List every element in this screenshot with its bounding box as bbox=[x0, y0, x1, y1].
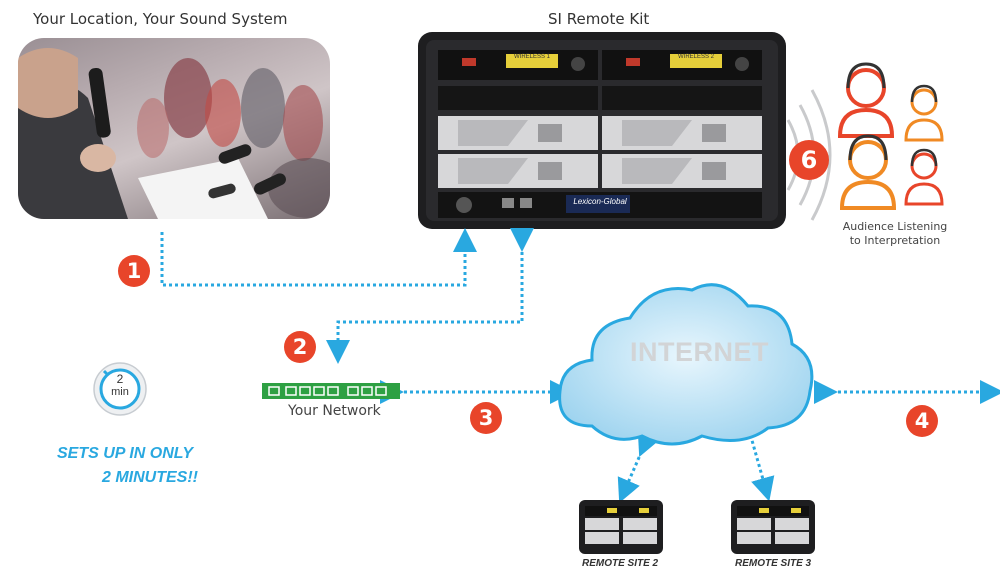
step-badge-1: 1 bbox=[118, 255, 150, 287]
tagline-line-1: SETS UP IN ONLY bbox=[57, 445, 194, 462]
rack-display-2: WIRELESS 2 bbox=[677, 54, 714, 60]
step-badge-6: 6 bbox=[789, 140, 829, 180]
location-heading: Your Location, Your Sound System bbox=[33, 10, 288, 28]
audience-label: Audience Listening to Interpretation bbox=[842, 220, 948, 247]
rack-display-1: WIRELESS 1 bbox=[513, 54, 550, 60]
remote-site-2-kit bbox=[579, 500, 663, 554]
timer-number: 2 bbox=[116, 372, 124, 386]
remote-site-3-label: REMOTE SITE 3 bbox=[735, 558, 812, 569]
kit-heading: SI Remote Kit bbox=[548, 10, 650, 28]
internet-label: INTERNET bbox=[630, 337, 769, 367]
timer-unit: min bbox=[111, 386, 129, 398]
network-switch-icon bbox=[262, 383, 400, 399]
step-badge-2: 2 bbox=[284, 331, 316, 363]
tagline-line-2: 2 MINUTES!! bbox=[102, 469, 198, 486]
kit-brand: Lexicon-Global bbox=[573, 197, 627, 206]
timer-icon: 2 min bbox=[92, 361, 148, 417]
step-badge-4: 4 bbox=[906, 405, 938, 437]
step-badge-3: 3 bbox=[470, 402, 502, 434]
audience-icon bbox=[838, 62, 944, 210]
remote-site-2-label: REMOTE SITE 2 bbox=[582, 558, 659, 569]
internet-cloud-icon bbox=[558, 283, 814, 446]
network-label: Your Network bbox=[288, 403, 381, 419]
remote-site-3-kit bbox=[731, 500, 815, 554]
speaker-photo bbox=[18, 38, 330, 219]
si-remote-kit: Lexicon-Global WIRELESS 1 WIRELESS 2 bbox=[418, 32, 786, 229]
